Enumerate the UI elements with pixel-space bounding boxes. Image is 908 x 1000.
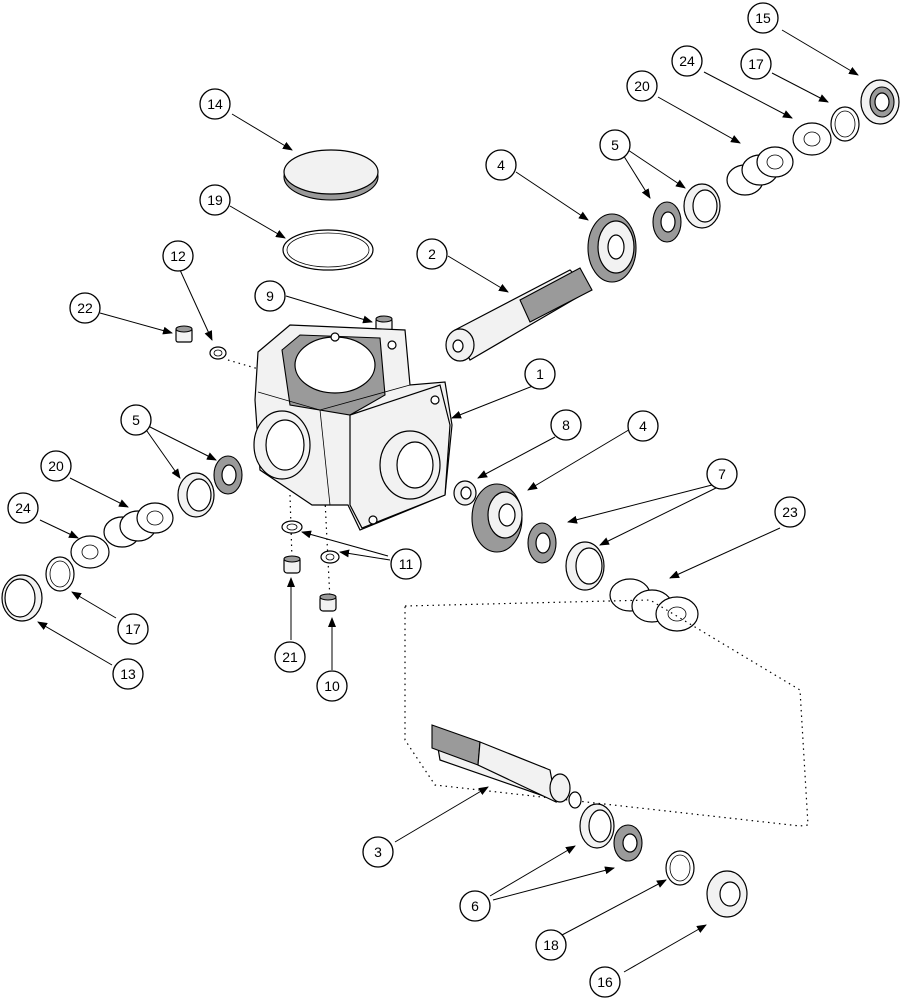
callout-3: 3	[362, 836, 394, 868]
callout-18: 18	[535, 929, 567, 961]
washer-part	[209, 346, 227, 360]
svg-text:23: 23	[782, 504, 798, 520]
callout-16: 16	[589, 966, 621, 998]
output-shaft-part	[431, 724, 582, 809]
bearing-cone-part	[527, 522, 557, 564]
bearing-cone-part	[213, 455, 243, 495]
bevel-gear-part	[587, 213, 637, 283]
oil-seal-part	[706, 870, 748, 918]
shim-stack-part	[609, 578, 699, 632]
oil-seal-part	[860, 79, 900, 125]
callout-17-upper: 17	[740, 48, 772, 80]
callout-19: 19	[199, 184, 231, 216]
svg-text:8: 8	[562, 417, 570, 433]
bearing-cup-part	[565, 541, 605, 591]
fill-plug-part	[319, 593, 337, 612]
callout-5-upper: 5	[599, 129, 631, 161]
svg-text:22: 22	[77, 300, 93, 316]
callout-22: 22	[69, 292, 101, 324]
callout-14: 14	[199, 88, 231, 120]
callout-11: 11	[390, 548, 422, 580]
svg-text:5: 5	[132, 412, 140, 428]
leader-lines	[37, 29, 859, 973]
plug-part	[175, 325, 193, 343]
bearing-cup-part	[177, 472, 215, 518]
callout-5-lower: 5	[120, 404, 152, 436]
callout-8: 8	[550, 409, 582, 441]
callout-9: 9	[254, 280, 286, 312]
callout-21: 21	[274, 641, 306, 673]
callout-10: 10	[316, 670, 348, 702]
callout-15: 15	[747, 2, 779, 34]
callout-13: 13	[112, 658, 144, 690]
bevel-gear-part	[471, 483, 523, 553]
callout-1: 1	[524, 358, 556, 390]
bearing-cone-part	[652, 201, 682, 243]
gearbox-housing-part	[253, 324, 453, 531]
svg-text:5: 5	[611, 137, 619, 153]
svg-text:2: 2	[428, 246, 436, 262]
svg-text:4: 4	[497, 157, 505, 173]
end-cap-part	[1, 574, 43, 622]
svg-text:19: 19	[207, 192, 223, 208]
sealing-washer-part	[281, 520, 303, 534]
assembly-axis-line	[227, 359, 263, 371]
thrust-washer-part	[70, 535, 110, 569]
callout-4-lower: 4	[627, 410, 659, 442]
svg-text:20: 20	[634, 78, 650, 94]
svg-text:20: 20	[48, 458, 64, 474]
input-shaft-part	[445, 267, 593, 362]
bearing-cone-part	[613, 824, 643, 862]
shim-stack-part	[103, 502, 174, 548]
callout-7: 7	[706, 458, 738, 490]
svg-text:11: 11	[399, 556, 414, 572]
svg-text:1: 1	[536, 366, 544, 382]
svg-text:15: 15	[755, 10, 771, 26]
shim-stack-part	[726, 146, 794, 196]
cover-disc-part	[283, 149, 379, 201]
bearing-cup-part	[579, 803, 615, 849]
svg-text:21: 21	[282, 649, 298, 665]
thrust-washer-part	[792, 122, 832, 156]
svg-text:16: 16	[597, 974, 613, 990]
svg-text:24: 24	[15, 500, 31, 516]
callout-2: 2	[416, 238, 448, 270]
svg-text:3: 3	[374, 844, 382, 860]
svg-text:14: 14	[207, 96, 223, 112]
bearing-cup-part	[683, 183, 721, 229]
callout-12: 12	[162, 240, 194, 272]
callout-20-upper: 20	[626, 70, 658, 102]
svg-text:18: 18	[543, 937, 559, 953]
svg-text:24: 24	[679, 53, 695, 69]
callout-17-lower: 17	[117, 613, 149, 645]
callout-6: 6	[459, 890, 491, 922]
callout-20-lower: 20	[40, 450, 72, 482]
assembly-outline	[404, 599, 809, 827]
svg-text:17: 17	[125, 621, 141, 637]
o-ring-part	[282, 229, 374, 271]
svg-text:12: 12	[170, 248, 186, 264]
callout-24-lower: 24	[7, 492, 39, 524]
callout-4-upper: 4	[485, 149, 517, 181]
svg-text:13: 13	[120, 666, 136, 682]
nut-part	[453, 480, 477, 506]
snap-ring-part	[45, 556, 75, 592]
svg-text:9: 9	[266, 288, 274, 304]
callout-23: 23	[774, 496, 806, 528]
drain-plug-part	[283, 555, 301, 574]
assembly-axis-line	[324, 499, 331, 601]
snap-ring-part	[830, 106, 860, 142]
svg-text:17: 17	[748, 56, 764, 72]
sealing-washer-part	[320, 550, 340, 564]
snap-ring-part	[665, 850, 695, 886]
svg-text:6: 6	[471, 898, 479, 914]
callout-24-upper: 24	[671, 45, 703, 77]
svg-text:7: 7	[718, 466, 726, 482]
svg-text:4: 4	[639, 418, 647, 434]
svg-text:10: 10	[324, 678, 340, 694]
